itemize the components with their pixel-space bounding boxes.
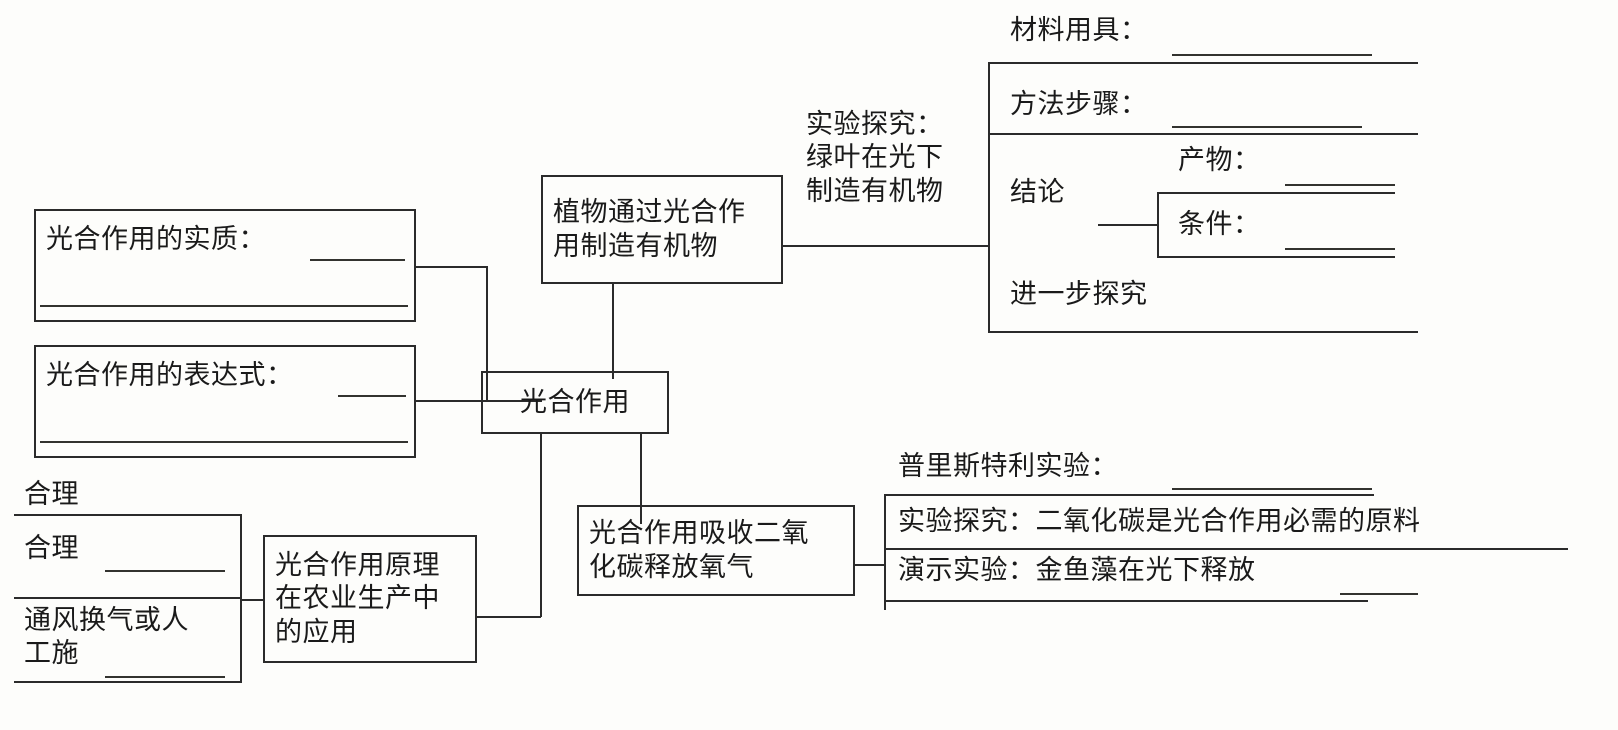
label-method-steps: 方法步骤： bbox=[1010, 89, 1148, 119]
blank-material-tools[interactable] bbox=[1172, 54, 1372, 56]
node-plants-make-organics-label: 植物通过光合作 用制造有机物 bbox=[553, 197, 746, 261]
spine-bottom-branch bbox=[884, 494, 886, 610]
rule-co2-inquiry bbox=[884, 548, 1568, 550]
node-application[interactable]: 光合作用原理 在农业生产中 的应用 bbox=[263, 535, 477, 663]
blank-ventilation[interactable] bbox=[105, 676, 225, 678]
spine-left-upper bbox=[486, 266, 488, 400]
arm-formula-out bbox=[416, 400, 487, 402]
rule-material-tools bbox=[988, 62, 1418, 64]
blank-essence-line2[interactable] bbox=[40, 305, 408, 307]
node-essence-label: 光合作用的实质： bbox=[46, 224, 266, 254]
label-material-tools: 材料用具： bbox=[1010, 15, 1148, 45]
rule-ventilation bbox=[14, 681, 242, 683]
arm-gas-to-bottom-spine bbox=[855, 564, 885, 566]
spine-top-branch bbox=[988, 62, 990, 333]
blank-reasonable-2[interactable] bbox=[105, 570, 225, 572]
label-co2-inquiry: 实验探究：二氧化碳是光合作用必需的原料 bbox=[898, 506, 1421, 536]
label-reasonable-1: 合理 bbox=[24, 479, 79, 509]
rule-demo-experiment bbox=[884, 600, 1368, 602]
connector-root-to-gas bbox=[640, 434, 642, 524]
blank-formula-line2[interactable] bbox=[40, 441, 408, 443]
rule-method-steps bbox=[988, 133, 1418, 135]
rule-reasonable-1 bbox=[14, 514, 242, 516]
arm-appitems-to-application bbox=[240, 599, 265, 601]
connector-root-to-application bbox=[540, 434, 542, 617]
node-formula-label: 光合作用的表达式： bbox=[46, 360, 294, 390]
node-root-photosynthesis[interactable]: 光合作用 bbox=[481, 371, 669, 434]
arm-organics-to-top-spine bbox=[783, 245, 990, 247]
node-plants-make-organics[interactable]: 植物通过光合作 用制造有机物 bbox=[541, 175, 783, 284]
arm-conclusion-to-sub bbox=[1098, 224, 1159, 226]
node-formula[interactable]: 光合作用的表达式： bbox=[34, 345, 416, 458]
blank-method-steps[interactable] bbox=[1172, 126, 1362, 128]
label-ventilation: 通风换气或人 工施 bbox=[24, 605, 189, 669]
label-product: 产物： bbox=[1178, 145, 1261, 175]
rule-product bbox=[1157, 192, 1395, 194]
label-priestley-experiment: 普里斯特利实验： bbox=[898, 451, 1118, 481]
label-demo-experiment: 演示实验：金鱼藻在光下释放 bbox=[898, 555, 1256, 585]
arm-essence-out bbox=[416, 266, 487, 268]
blank-priestley-experiment[interactable] bbox=[1172, 488, 1372, 490]
blank-demo-experiment[interactable] bbox=[1340, 593, 1418, 595]
connector-organics-to-root bbox=[612, 284, 614, 379]
label-conclusion: 结论 bbox=[1010, 177, 1065, 207]
label-further-inquiry: 进一步探究 bbox=[1010, 279, 1148, 309]
node-root-label: 光合作用 bbox=[520, 386, 630, 417]
rule-priestley-experiment bbox=[884, 494, 1374, 496]
node-essence[interactable]: 光合作用的实质： bbox=[34, 209, 416, 322]
label-leaf-inquiry-title: 实验探究： 绿叶在光下 制造有机物 bbox=[806, 109, 944, 206]
node-gas-exchange[interactable]: 光合作用吸收二氧 化碳释放氧气 bbox=[577, 505, 855, 596]
blank-formula-inline[interactable] bbox=[338, 395, 406, 397]
rule-reasonable-2 bbox=[14, 597, 242, 599]
arm-root-to-application bbox=[477, 616, 541, 618]
blank-condition[interactable] bbox=[1285, 248, 1395, 250]
node-application-label: 光合作用原理 在农业生产中 的应用 bbox=[275, 549, 440, 647]
label-reasonable-2: 合理 bbox=[24, 533, 79, 563]
label-condition: 条件： bbox=[1178, 209, 1261, 239]
arm-left-upper-to-root bbox=[486, 400, 542, 402]
node-gas-exchange-label: 光合作用吸收二氧 化碳释放氧气 bbox=[589, 518, 809, 582]
rule-condition bbox=[1157, 256, 1395, 258]
blank-essence-inline[interactable] bbox=[310, 259, 405, 261]
blank-product[interactable] bbox=[1285, 184, 1395, 186]
rule-further-inquiry bbox=[988, 331, 1418, 333]
